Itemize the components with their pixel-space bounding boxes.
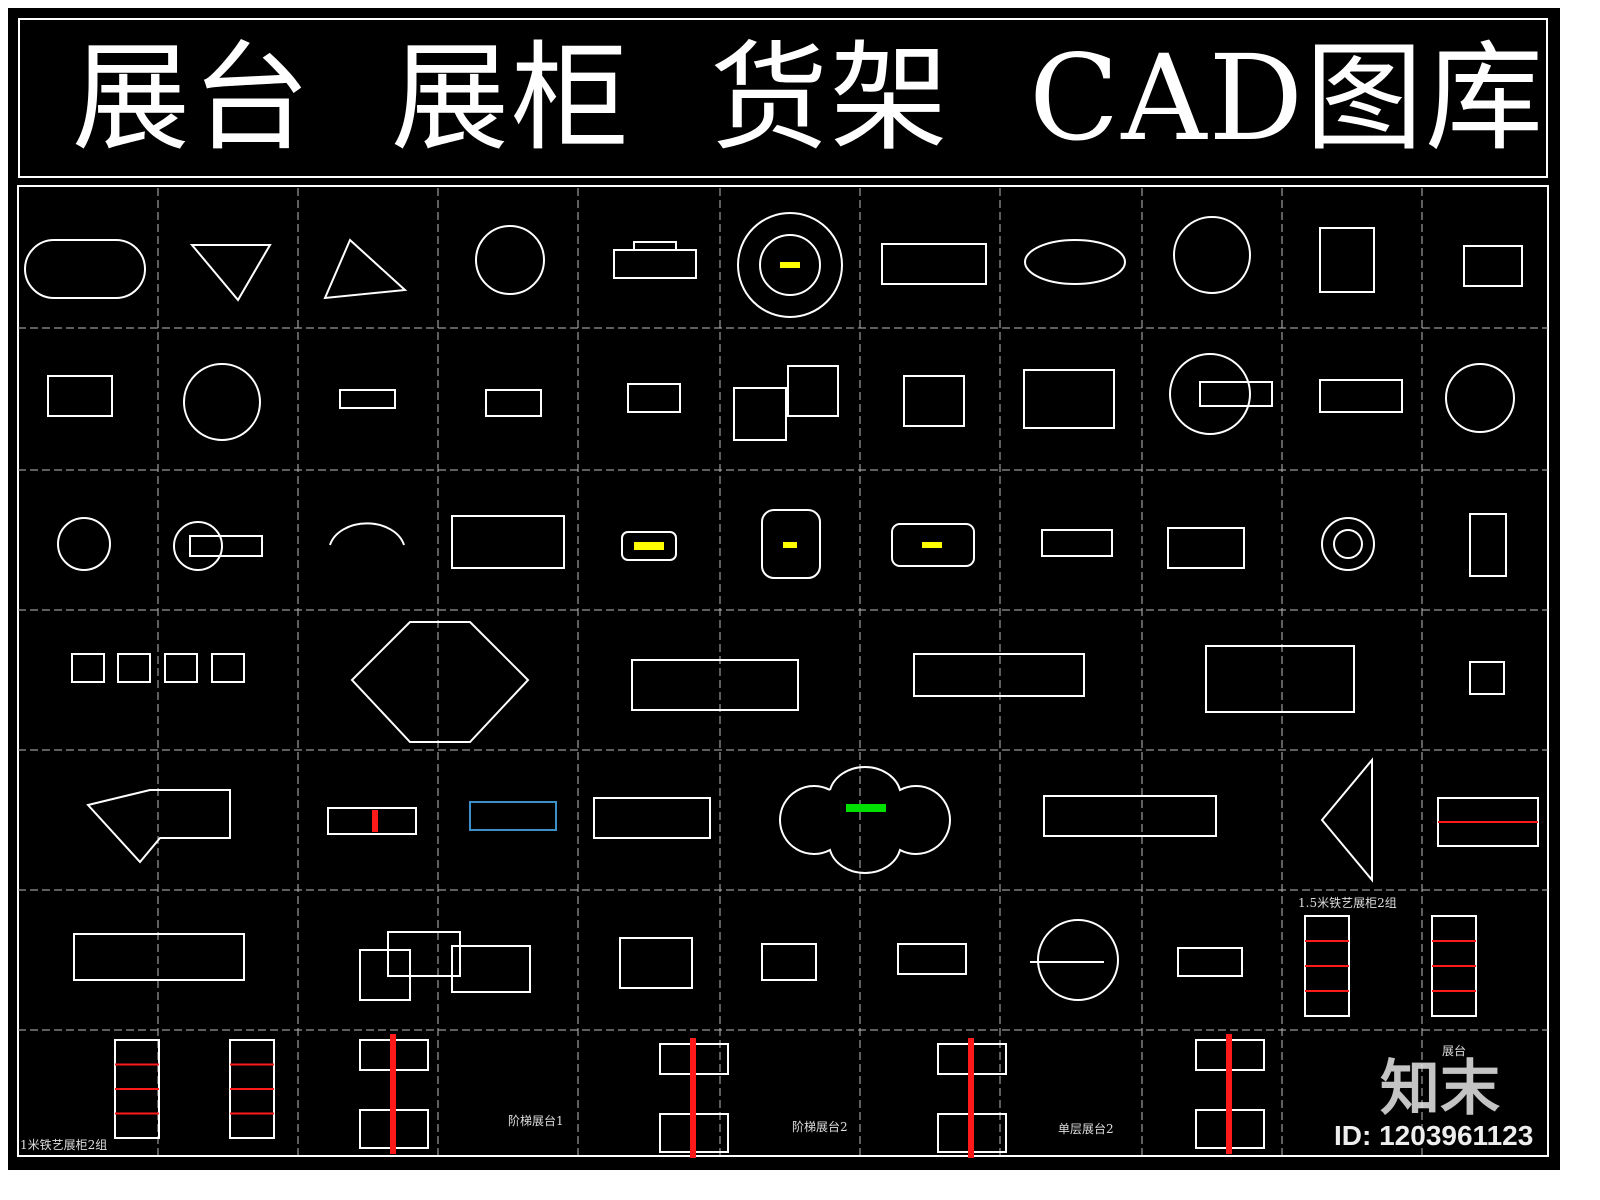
table xyxy=(73,933,245,981)
oval-stand xyxy=(24,239,146,299)
stand xyxy=(761,509,821,579)
round-stand xyxy=(1169,353,1251,435)
stand xyxy=(621,531,677,561)
counter xyxy=(913,653,1085,697)
counter xyxy=(631,659,799,711)
cabinet xyxy=(903,375,965,427)
stand xyxy=(485,389,542,417)
red-dimension xyxy=(1226,1034,1232,1154)
watermark-logo: 知末 xyxy=(1380,1054,1500,1124)
cross-stand xyxy=(339,389,396,409)
cabinet xyxy=(1319,227,1375,293)
counter xyxy=(1205,645,1355,713)
cabinet xyxy=(164,653,198,683)
stand xyxy=(627,383,681,413)
round-stand xyxy=(1333,529,1363,559)
round-stand xyxy=(1445,363,1515,433)
grid-frame xyxy=(17,185,1549,1157)
round-stand xyxy=(183,363,261,441)
stand xyxy=(1167,527,1245,569)
red-dimension xyxy=(390,1034,396,1154)
rect-stand xyxy=(633,241,677,251)
label-step-stage-2: 阶梯展台2 xyxy=(792,1120,848,1134)
yellow-mark xyxy=(634,542,664,550)
yellow-mark xyxy=(922,542,942,548)
round-stand xyxy=(1173,216,1251,294)
cabinet xyxy=(211,653,245,683)
cad-sheet xyxy=(8,8,1560,1170)
page-title: 展台 展柜 货架 CAD图库 xyxy=(18,18,1548,178)
arc-stand xyxy=(329,522,405,546)
cabinet xyxy=(117,653,151,683)
stand xyxy=(189,535,263,557)
stand xyxy=(86,789,231,864)
counter xyxy=(881,243,987,285)
square-stand xyxy=(733,387,787,441)
square-stand xyxy=(787,365,839,417)
hex-stand xyxy=(350,621,530,743)
stand xyxy=(619,937,693,989)
cabinet xyxy=(327,807,417,835)
stand xyxy=(891,523,975,567)
shelf xyxy=(593,797,711,839)
table xyxy=(897,943,967,975)
yellow-mark xyxy=(780,262,800,268)
stand xyxy=(1177,947,1243,977)
cabinet xyxy=(1319,379,1403,413)
cabinet xyxy=(761,943,817,981)
round-stand xyxy=(1321,517,1375,571)
watermark-id: ID: 1203961123 xyxy=(1334,1120,1534,1151)
cabinet xyxy=(1023,369,1115,429)
cabinet xyxy=(1463,245,1523,287)
label-single-stage-2: 单层展台2 xyxy=(1058,1122,1114,1136)
rect-stand xyxy=(613,249,697,279)
triangle-stand xyxy=(323,238,408,300)
island-stand xyxy=(1024,239,1126,285)
stand xyxy=(1041,529,1113,557)
ring-stand xyxy=(759,234,821,296)
triangle-stand xyxy=(189,244,272,302)
round-stand xyxy=(475,225,545,295)
triangle-stand xyxy=(1320,757,1373,883)
cabinet xyxy=(71,653,105,683)
label-stage: 展台 xyxy=(1442,1044,1467,1058)
label-iron-cabinet-1: 1米铁艺展柜2组 xyxy=(20,1138,108,1152)
stand xyxy=(1199,381,1273,407)
cabinet xyxy=(1469,513,1507,577)
red-dimension xyxy=(968,1038,974,1158)
yellow-mark xyxy=(783,542,797,548)
cloud-stand xyxy=(779,766,951,874)
cabinet xyxy=(451,515,565,569)
round-stand xyxy=(1037,919,1119,1001)
red-dimension xyxy=(690,1038,696,1158)
round-stand xyxy=(57,517,111,571)
red-mark xyxy=(372,810,378,832)
stand xyxy=(451,945,531,993)
cabinet xyxy=(1469,661,1505,695)
counter xyxy=(1043,795,1217,837)
stand xyxy=(387,931,461,977)
label-step-stage-1: 阶梯展台1 xyxy=(508,1114,564,1128)
blue-shelf xyxy=(469,801,557,831)
round-stand xyxy=(173,521,223,571)
label-iron-cabinet-15: 1.5米铁艺展柜2组 xyxy=(1298,896,1397,910)
cabinet xyxy=(47,375,113,417)
ring-stand xyxy=(737,212,843,318)
green-mark xyxy=(846,804,886,812)
